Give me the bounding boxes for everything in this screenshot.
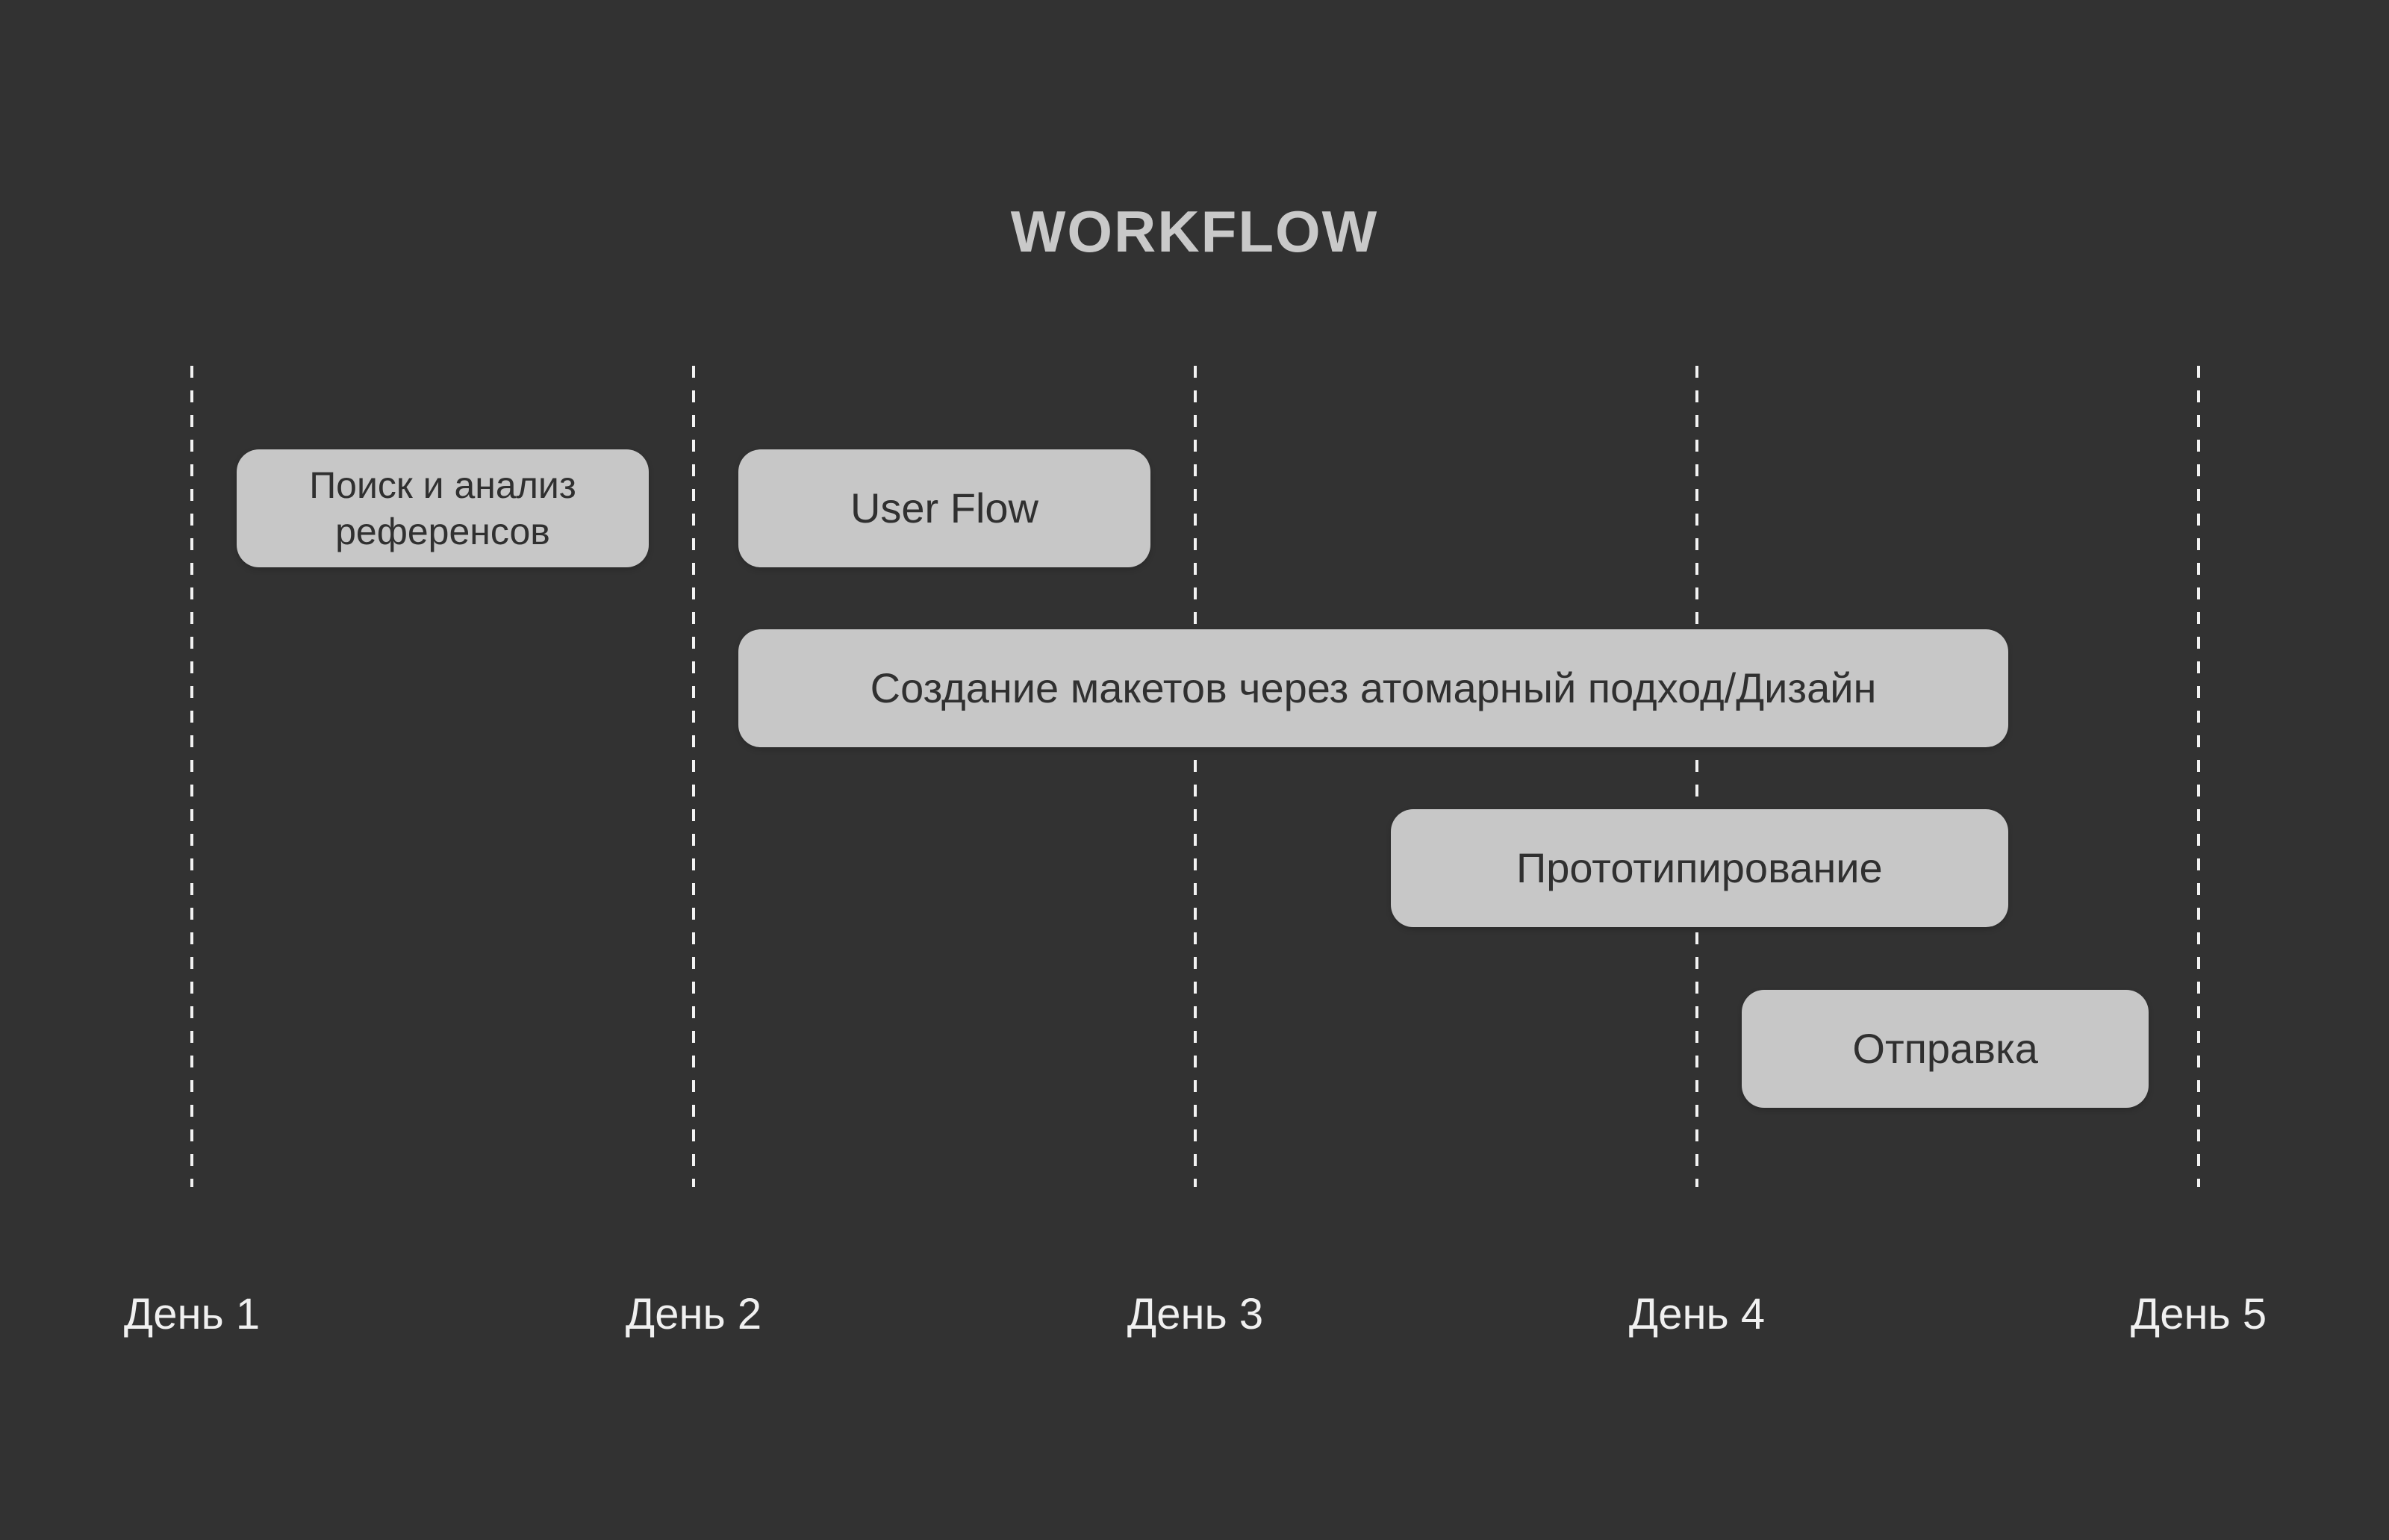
day-gridline xyxy=(692,366,695,1187)
task-bar: Отправка xyxy=(1742,990,2149,1108)
day-tick-label: День 5 xyxy=(2130,1290,2267,1338)
day-tick-label: День 3 xyxy=(1127,1290,1264,1338)
day-gridline xyxy=(1695,366,1698,1187)
day-tick-label: День 1 xyxy=(123,1290,261,1338)
day-tick-label: День 4 xyxy=(1628,1290,1766,1338)
day-gridline xyxy=(190,366,193,1187)
day-gridline xyxy=(1194,366,1197,1187)
day-tick-label: День 2 xyxy=(625,1290,762,1338)
page-title: WORKFLOW xyxy=(1010,199,1379,264)
task-bar: Создание макетов через атомарный подход/… xyxy=(738,629,2008,747)
task-bar: Поиск и анализ референсов xyxy=(237,449,649,567)
task-bar: User Flow xyxy=(738,449,1150,567)
task-bar: Прототипирование xyxy=(1391,809,2008,927)
day-gridline xyxy=(2197,366,2200,1187)
